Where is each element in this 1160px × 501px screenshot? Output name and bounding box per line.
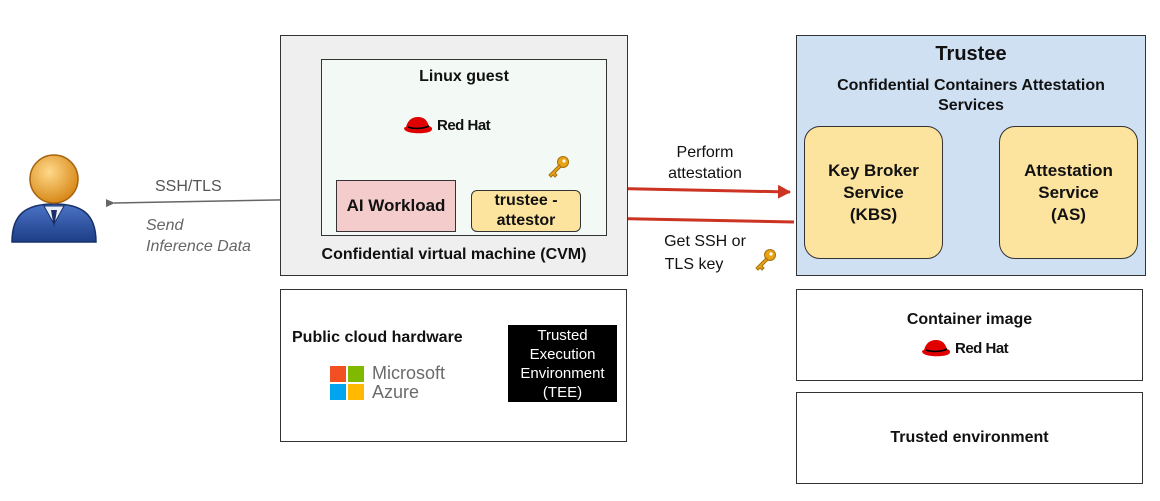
container-image-box (796, 289, 1143, 381)
trustee-attestor-box: trustee - attestor (471, 190, 581, 232)
trusted-environment-box: Trusted environment (796, 392, 1143, 484)
as-line3: (AS) (1051, 204, 1086, 224)
redhat-logo-container: Red Hat (921, 338, 1009, 358)
ssh-tls-label: SSH/TLS (155, 178, 222, 195)
ai-workload-box: AI Workload (336, 180, 456, 232)
redhat-hat-icon (404, 117, 433, 134)
cvm-title: Confidential virtual machine (CVM) (321, 246, 587, 263)
tee-line4: (TEE) (542, 383, 583, 401)
azure-text: Azure (372, 382, 420, 402)
perform-line1: Perform (676, 144, 734, 161)
user-avatar-icon (6, 150, 102, 246)
microsoft-logo-icon (330, 366, 364, 400)
inference-data-label: Inference Data (146, 238, 251, 255)
linux-guest-title: Linux guest (419, 68, 509, 85)
as-line2: Service (1038, 182, 1099, 202)
tee-line2: Execution (529, 345, 596, 363)
as-line1: Attestation (1024, 160, 1113, 180)
tee-line1: Trusted (537, 326, 588, 344)
ai-workload-label: AI Workload (346, 196, 446, 215)
attestation-service-box: Attestation Service (AS) (999, 126, 1138, 259)
microsoft-text: Microsoft (372, 363, 446, 383)
get-key-label: Get SSH or TLS key (640, 230, 770, 276)
hardware-title: Public cloud hardware (292, 329, 463, 346)
perform-line2: attestation (668, 165, 742, 182)
kbs-line3: (KBS) (849, 204, 898, 224)
key-broker-service-box: Key Broker Service (KBS) (804, 126, 943, 259)
get-line1: Get SSH or (664, 233, 746, 250)
key-icon (752, 248, 778, 277)
trustee-subtitle-line2: Services (938, 97, 1004, 114)
trustee-title: Trustee (935, 43, 1007, 65)
redhat-logo-guest: Red Hat (403, 115, 491, 135)
tee-box: Trusted Execution Environment (TEE) (508, 325, 617, 402)
trustee-subtitle: Confidential Containers Attestation Serv… (796, 76, 1146, 116)
redhat-text: Red Hat (955, 339, 1009, 357)
attestor-line2: attestor (496, 212, 556, 229)
kbs-line1: Key Broker (828, 160, 919, 180)
container-image-title: Container image (906, 311, 1033, 328)
redhat-hat-icon (922, 340, 951, 357)
perform-attestation-label: Perform attestation (640, 142, 770, 184)
trustee-subtitle-line1: Confidential Containers Attestation (837, 77, 1105, 94)
kbs-line2: Service (843, 182, 904, 202)
get-line2: TLS key (664, 256, 724, 273)
microsoft-azure-logo: Microsoft Azure (330, 364, 445, 402)
attestor-line1: trustee - (494, 192, 558, 209)
tee-line3: Environment (520, 364, 605, 382)
send-label: Send (146, 217, 184, 234)
redhat-text: Red Hat (437, 116, 491, 134)
trusted-environment-title: Trusted environment (890, 429, 1049, 446)
key-icon (545, 155, 571, 184)
